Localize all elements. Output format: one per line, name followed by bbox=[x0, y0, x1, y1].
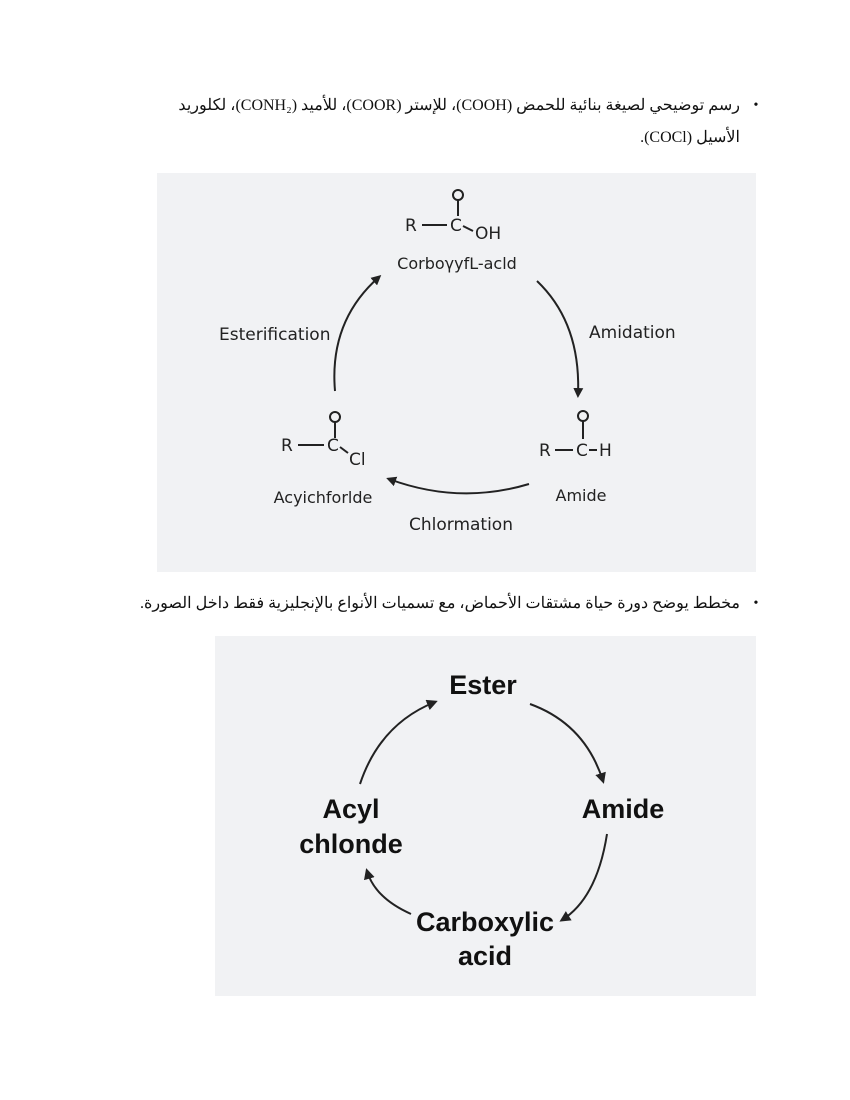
bullet-text-line-1: رسم توضيحي لصيغة بنائية للحمض (COOH)، لل… bbox=[178, 97, 740, 114]
ester-label: Ester bbox=[449, 670, 517, 700]
amide-name: Amide bbox=[556, 486, 607, 505]
lifecycle-diagram: Ester Amide Carboxylic acid Acyl chlonde bbox=[299, 670, 665, 971]
amide-to-carboxylic-arrow bbox=[559, 833, 608, 922]
amide-structure: R C H Amide bbox=[539, 410, 612, 505]
r-group-label: R bbox=[281, 436, 293, 456]
oxygen-atom-ring bbox=[329, 411, 341, 423]
carbon-label: C bbox=[327, 436, 339, 456]
chlorine-label: Cl bbox=[349, 450, 366, 470]
acyl-to-ester-arrow bbox=[359, 699, 438, 785]
carboxylic-to-acyl-arrow bbox=[364, 868, 412, 915]
esterification-label: Esterification bbox=[219, 325, 330, 345]
structural-cycle-diagram: R C OH CorboγyfL-acld R C H Amide bbox=[219, 189, 676, 535]
bullet-marker: • bbox=[753, 98, 759, 113]
carbon-label: C bbox=[576, 441, 588, 461]
esterification-arrow bbox=[333, 275, 382, 392]
amidation-label: Amidation bbox=[589, 323, 676, 343]
carboxylic-acid-structure: R C OH CorboγyfL-acld bbox=[397, 189, 517, 273]
carboxylic-acid-name: CorboγyfL-acld bbox=[397, 254, 517, 273]
single-bond-line bbox=[339, 446, 349, 454]
structural-cycle-figure: R C OH CorboγyfL-acld R C H Amide bbox=[157, 173, 756, 572]
ester-to-amide-arrow bbox=[529, 703, 606, 784]
chlormation-label: Chlormation bbox=[409, 515, 513, 535]
acyl-chloride-structure: R C Cl Acyichforlde bbox=[274, 411, 373, 507]
carbon-label: C bbox=[450, 216, 462, 236]
bullet-item-cycle: • مخطط يوضح دورة حياة مشتقات الأحماض، مع… bbox=[100, 588, 758, 620]
oxygen-atom-ring bbox=[577, 410, 589, 422]
bullet-marker: • bbox=[753, 596, 759, 611]
chlormation-arrow bbox=[386, 476, 530, 495]
carboxylic-acid-label-line-2: acid bbox=[458, 941, 512, 971]
hydrogen-label: H bbox=[599, 441, 612, 461]
r-group-label: R bbox=[405, 216, 417, 236]
single-bond-line bbox=[462, 225, 474, 232]
bullet-text-line-2: الأسيل (COCl). bbox=[640, 129, 740, 146]
acyl-chloride-name: Acyichforlde bbox=[274, 488, 373, 507]
lifecycle-figure: Ester Amide Carboxylic acid Acyl chlonde bbox=[215, 636, 756, 996]
oxygen-atom-ring bbox=[452, 189, 464, 201]
carboxylic-acid-label-line-1: Carboxylic bbox=[416, 907, 554, 937]
bullet-text: مخطط يوضح دورة حياة مشتقات الأحماض، مع ت… bbox=[140, 595, 740, 612]
hydroxyl-label: OH bbox=[475, 224, 501, 244]
amide-label: Amide bbox=[582, 794, 665, 824]
bullet-item-structures: • رسم توضيحي لصيغة بنائية للحمض (COOH)، … bbox=[100, 90, 758, 154]
acyl-chloride-label-line-2: chlonde bbox=[299, 829, 403, 859]
acyl-chloride-label-line-1: Acyl bbox=[322, 794, 379, 824]
r-group-label: R bbox=[539, 441, 551, 461]
amidation-arrow bbox=[536, 280, 584, 398]
